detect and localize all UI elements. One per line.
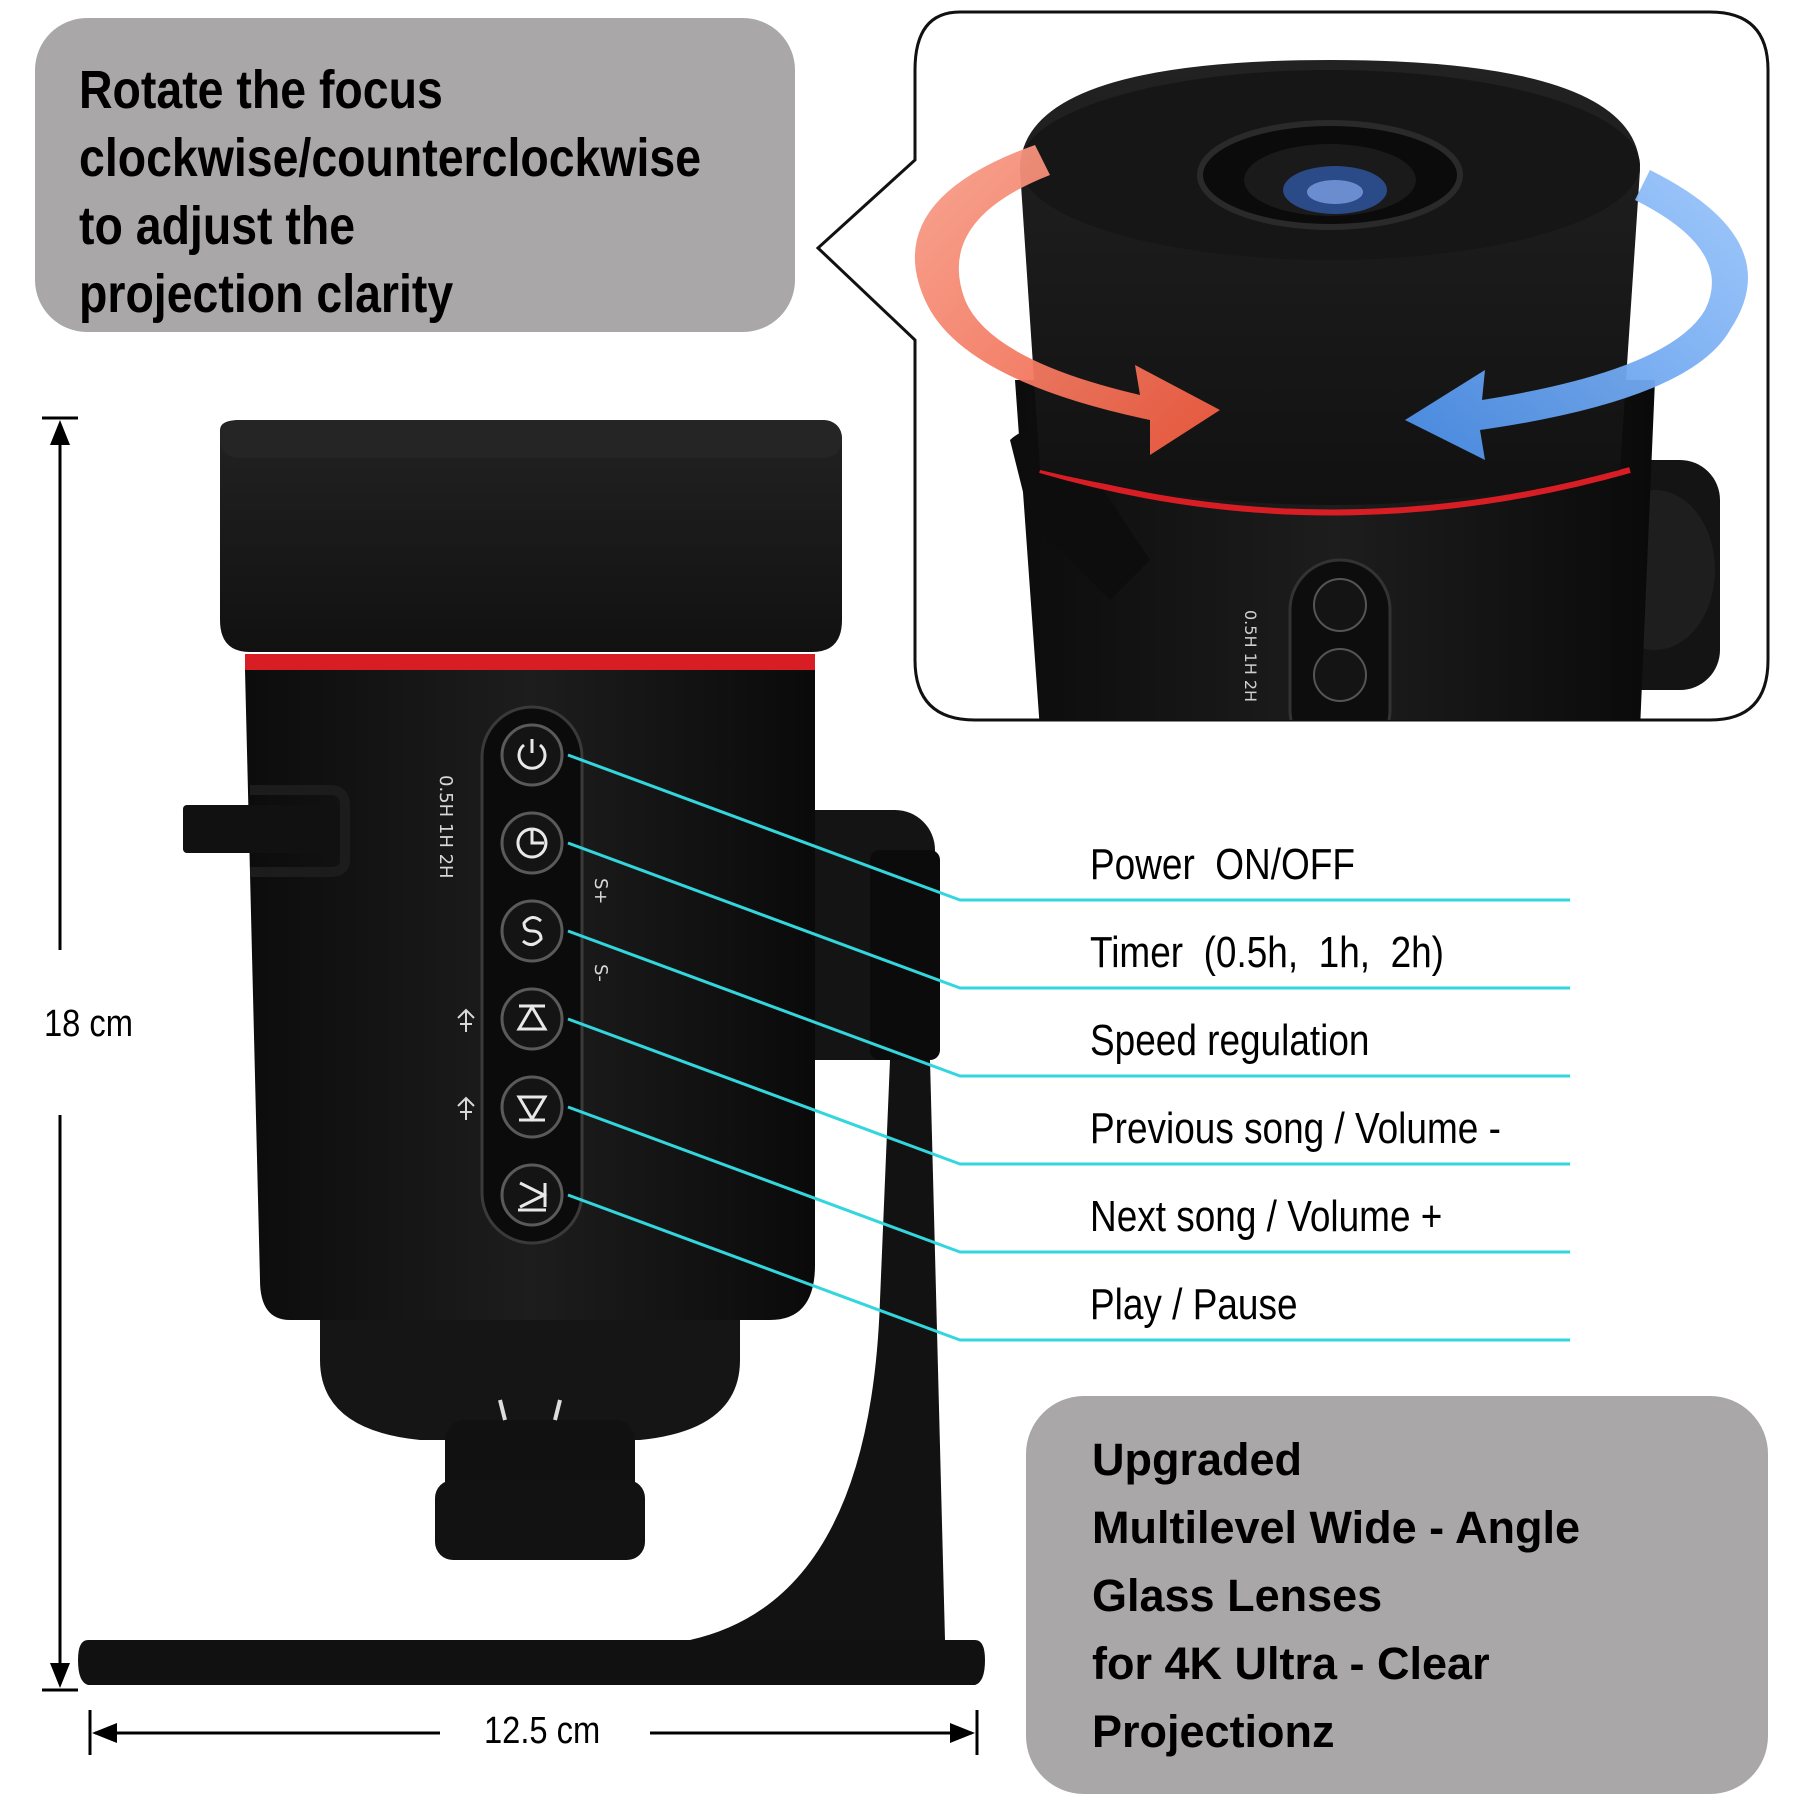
focus-line-2: clockwise/counterclockwise (79, 128, 702, 188)
lens-line-2: Multilevel Wide - Angle (1092, 1502, 1580, 1553)
leader-line (567, 1017, 1570, 1166)
focus-line-4: projection clarity (79, 264, 454, 324)
speed-up-mark: S+ (590, 878, 611, 905)
focus-line-1: Rotate the focus (79, 60, 443, 120)
button-label: Play / Pause (1090, 1280, 1298, 1329)
height-dimension (42, 416, 78, 1692)
red-accent-ring (245, 654, 815, 670)
zoom-bubble: 0.5H 1H 2H (815, 10, 1770, 722)
leader-line (567, 753, 1570, 902)
lens-line-1: Upgraded (1092, 1434, 1303, 1485)
control-strip (480, 705, 584, 1245)
lower-body (320, 1300, 740, 1440)
button-label: Speed regulation (1090, 1016, 1370, 1065)
timer-options-mark: 0.5H 1H 2H (435, 775, 456, 879)
button-label: Timer (0.5h, 1h, 2h) (1090, 928, 1444, 977)
volume-up-mark (457, 1096, 475, 1120)
leader-line (567, 841, 1570, 990)
leader-line (567, 1193, 1570, 1342)
leader-line (567, 929, 1570, 1078)
height-label: 18 cm (44, 1003, 133, 1045)
play-pause-icon (518, 1181, 548, 1212)
play-pause-button[interactable] (500, 1163, 564, 1227)
strap-loop (183, 805, 348, 853)
next-button[interactable] (500, 1075, 564, 1139)
lens-line-5: Projectionz (1092, 1706, 1335, 1757)
previous-button[interactable] (500, 987, 564, 1051)
volume-down-mark (457, 1008, 475, 1032)
width-label: 12.5 cm (484, 1710, 601, 1752)
stand-arm (690, 1060, 945, 1640)
lens-line-4: for 4K Ultra - Clear (1092, 1638, 1490, 1689)
lens-line-3: Glass Lenses (1092, 1570, 1383, 1621)
device-buttons (500, 723, 564, 1227)
stand-base (78, 1640, 985, 1685)
lens-feature-callout: Upgraded Multilevel Wide - Angle Glass L… (1026, 1396, 1768, 1794)
width-dimension (88, 1710, 979, 1755)
next-icon (516, 1095, 548, 1122)
button-label: Next song / Volume + (1090, 1192, 1443, 1241)
leader-line (567, 1105, 1570, 1254)
focus-line-3: to adjust the (79, 196, 356, 256)
button-label: Previous song / Volume - (1090, 1104, 1501, 1153)
speed-icon (522, 916, 543, 946)
button-label: Power ON/OFF (1090, 840, 1355, 889)
previous-icon (516, 1004, 548, 1031)
power-button[interactable] (500, 723, 564, 787)
speed-down-mark: S- (590, 964, 611, 982)
focus-cap (220, 420, 842, 652)
power-icon (517, 739, 547, 770)
svg-text:0.5H 1H 2H: 0.5H 1H 2H (1241, 610, 1260, 702)
leader-lines (567, 753, 1570, 1342)
focus-instruction-callout: Rotate the focus clockwise/counterclockw… (35, 18, 795, 332)
timer-icon (516, 827, 548, 859)
